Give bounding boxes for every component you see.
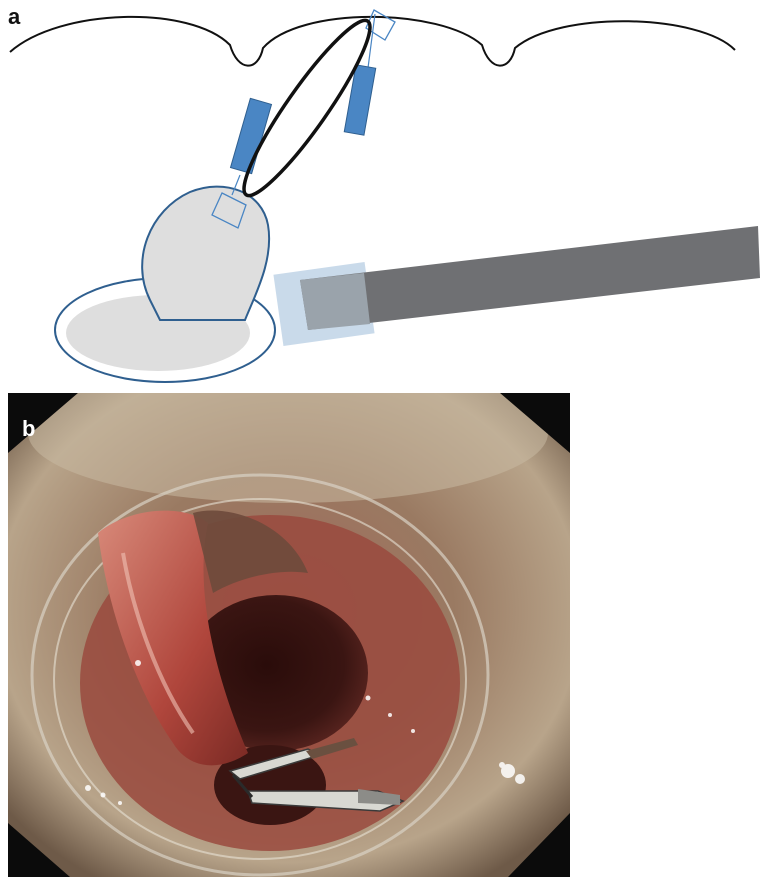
lifted-lesion <box>142 187 269 320</box>
endoscope-tip <box>300 273 370 330</box>
schematic-diagram <box>0 0 760 392</box>
endoscopic-photo <box>8 393 570 877</box>
panel-b-label: b <box>22 418 35 440</box>
endoscope-shaft <box>300 226 760 330</box>
clip-right-icon <box>344 65 376 135</box>
mucosal-fold-line <box>10 17 735 66</box>
